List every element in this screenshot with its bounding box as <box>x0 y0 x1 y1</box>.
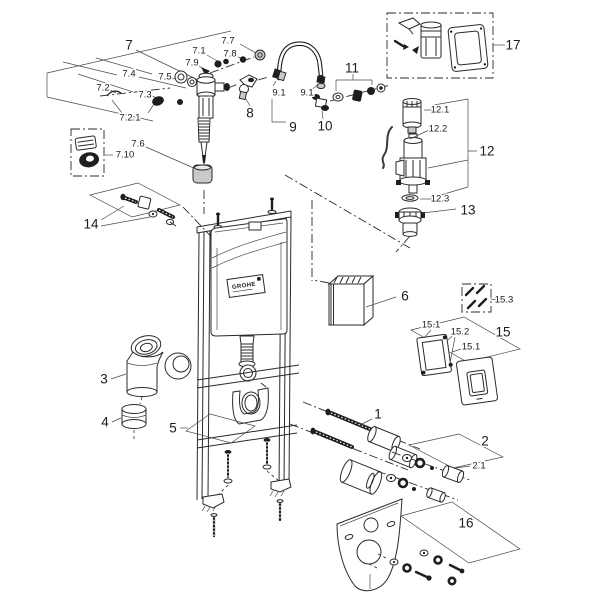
part-9-hose <box>271 41 326 123</box>
part-label-16-37: 16 <box>458 516 473 531</box>
part-label-7.3-8: 7.3 <box>138 90 151 101</box>
outlet-support-arch <box>232 387 269 425</box>
part-label-12.1-19: 12.1 <box>431 105 450 116</box>
part-label-7.2.1-9: 7.2.1 <box>119 113 140 124</box>
part-3-outlet-elbow <box>110 335 192 405</box>
part-10-fitting <box>312 94 329 120</box>
part-label-7.5-6: 7.5 <box>158 72 171 83</box>
part-label-14-24: 14 <box>83 217 99 232</box>
part-label-12-21: 12 <box>479 144 494 159</box>
part-label-15-29: 15 <box>495 325 510 340</box>
group-7-assembly <box>46 30 266 184</box>
part-label-2.1-36: 2.1 <box>472 461 485 472</box>
part-label-1-34: 1 <box>374 407 382 422</box>
part-label-7.10-11: 7.10 <box>116 150 135 161</box>
part-label-15.3-26: 15.3 <box>495 295 514 306</box>
part-label-7.2-7: 7.2 <box>96 83 109 94</box>
cistern-tank: GROHE <box>210 218 288 337</box>
anchor-bolts <box>215 438 280 498</box>
part-label-15.2-28: 15.2 <box>451 327 470 338</box>
part-label-8-12: 8 <box>246 106 254 121</box>
part-7-6-cup <box>192 164 213 184</box>
part-label-7.7-1: 7.7 <box>221 36 234 47</box>
part-label-7.4-5: 7.4 <box>122 69 135 80</box>
part-14-fixing-set <box>89 182 181 227</box>
box-17-service-set <box>386 12 505 79</box>
part-13-connector <box>395 207 425 237</box>
frame-feet <box>201 478 292 538</box>
part-11-seal-set <box>329 74 391 102</box>
part-label-13-23: 13 <box>460 203 475 218</box>
part-12-flush-valve <box>381 98 477 237</box>
part-label-15.1-27: 15.1 <box>422 320 441 331</box>
part-label-7.1-2: 7.1 <box>192 46 205 57</box>
part-label-15.1-30: 15.1 <box>462 342 481 353</box>
grohe-sticker-text: GROHE <box>232 282 257 291</box>
part-label-9-15: 9 <box>289 120 297 135</box>
part-label-5-33: 5 <box>169 421 177 436</box>
part-label-10-16: 10 <box>317 119 332 134</box>
part-label-7.6-10: 7.6 <box>131 139 144 150</box>
part-15-1-mounting-frame <box>416 333 453 377</box>
grohe-sticker: GROHE <box>226 274 266 298</box>
part-4-cap <box>111 404 147 439</box>
part-label-12.3-22: 12.3 <box>431 194 450 205</box>
installation-frame: GROHE <box>196 197 300 538</box>
part-label-7-0: 7 <box>125 38 133 53</box>
part-label-12.2-20: 12.2 <box>429 124 448 135</box>
part-label-6-25: 6 <box>401 289 409 304</box>
part-2-fixing-set <box>376 433 505 503</box>
part-6-protection-box <box>327 274 397 327</box>
part-label-17-18: 17 <box>505 38 520 53</box>
part-15-flush-plate <box>456 356 498 406</box>
part-15-3-screw-set <box>461 283 497 313</box>
part-label-9.1-14: 9.1 <box>300 88 313 99</box>
part-label-9.1-13: 9.1 <box>272 88 285 99</box>
part-label-3-31: 3 <box>100 372 108 387</box>
part-label-2-35: 2 <box>481 434 489 449</box>
part-8-fitting <box>227 74 269 107</box>
part-label-7.9-4: 7.9 <box>185 58 198 69</box>
box-7-10-service-set <box>70 128 113 177</box>
part-16-sound-insulation <box>336 498 521 592</box>
part-5-outline <box>180 413 256 444</box>
part-15-actuation-group <box>410 283 521 406</box>
part-label-7.8-3: 7.8 <box>223 49 236 60</box>
part-label-4-32: 4 <box>101 415 109 430</box>
part-label-11-17: 11 <box>345 61 359 76</box>
